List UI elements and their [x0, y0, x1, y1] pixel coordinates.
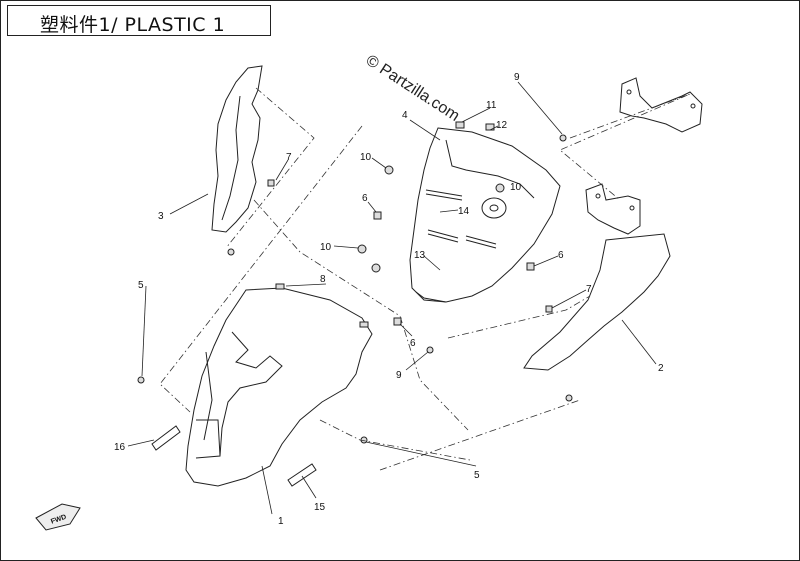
callout-8: 8: [320, 274, 326, 285]
part-16-pad: [151, 425, 181, 451]
part-15-pad: [287, 463, 317, 487]
leader-11: [461, 107, 491, 123]
page-title: 塑料件1/ PLASTIC 1: [40, 14, 226, 36]
assembly-line-left-box: [225, 87, 315, 249]
part-3-side-panel: [211, 65, 263, 233]
leader-13: [423, 255, 441, 271]
fastener-6c: [393, 317, 402, 326]
callout-10a: 10: [360, 152, 372, 163]
leader-6c: [399, 323, 413, 337]
fastener-6b: [526, 262, 535, 271]
clip-7a: [267, 179, 275, 187]
leader-10b: [333, 245, 359, 249]
assembly-line-lower: [319, 419, 471, 461]
part-4-boss: [481, 197, 507, 219]
fastener-10b: [357, 244, 367, 254]
callout-2: 2: [658, 363, 664, 374]
fwd-arrow-icon: FWD: [35, 503, 81, 531]
part-4-slot-1: [425, 189, 463, 201]
fastener-6a: [373, 211, 382, 220]
leader-5a: [141, 285, 147, 377]
leader-15: [301, 475, 317, 499]
leader-9a: [517, 81, 563, 135]
fastener-12: [485, 123, 495, 131]
callout-6c: 6: [410, 338, 416, 349]
part-1-inner-line: [219, 331, 283, 457]
part-1-side-line: [203, 351, 213, 441]
part-4-slot-3: [465, 235, 497, 249]
part-4-center-panel: [409, 127, 561, 303]
leader-7a: [275, 159, 289, 181]
assembly-line-bottom: [379, 399, 581, 471]
callout-7a: 7: [286, 152, 292, 163]
assembly-line-right-low: [447, 295, 591, 339]
leader-7b: [551, 289, 587, 309]
leader-10a: [371, 157, 387, 169]
title-box: 塑料件1/ PLASTIC 1: [7, 5, 271, 36]
upper-right-bracket: [619, 77, 703, 133]
part-2-right-panel: [523, 233, 671, 371]
callout-4: 4: [402, 110, 408, 121]
clip-8b: [359, 321, 369, 328]
fastener-9a: [559, 134, 567, 142]
callout-9b: 9: [396, 370, 402, 381]
assembly-line-diagonal: [253, 199, 469, 431]
part-4-slot-2: [427, 229, 459, 243]
callout-15: 15: [314, 502, 326, 513]
callout-10c: 10: [510, 182, 522, 193]
leader-14: [439, 209, 459, 213]
bracket-hole-1: [626, 89, 632, 95]
bracket-hole-2: [690, 103, 696, 109]
callout-12: 12: [496, 120, 508, 131]
fastener-5c: [565, 394, 573, 402]
leader-12: [489, 125, 499, 131]
fastener-9b: [426, 346, 434, 354]
callout-14: 14: [458, 206, 470, 217]
leader-3: [169, 193, 209, 215]
callout-6a: 6: [362, 193, 368, 204]
leader-6b: [533, 255, 559, 267]
part-4-bottom-lip: [415, 291, 447, 303]
leader-9b: [405, 351, 429, 371]
callout-13: 13: [414, 250, 426, 261]
callout-6b: 6: [558, 250, 564, 261]
fastener-10c: [371, 263, 381, 273]
clip-7b: [545, 305, 553, 313]
fastener-5b: [227, 248, 235, 256]
part-4-inner-rib: [445, 139, 535, 199]
callout-7b: 7: [586, 284, 592, 295]
assembly-line-right: [559, 93, 691, 201]
bracket-hole-4: [629, 205, 635, 211]
fastener-10d: [495, 183, 505, 193]
callout-3: 3: [158, 211, 164, 222]
callout-16: 16: [114, 442, 126, 453]
middle-right-bracket: [585, 183, 641, 235]
part-4-boss-inner: [489, 204, 499, 212]
callout-1: 1: [278, 516, 284, 527]
leader-16: [127, 439, 155, 447]
bracket-hole-3: [595, 193, 601, 199]
part-3-inner-edge: [221, 95, 241, 221]
assembly-line-center: [159, 125, 363, 413]
leader-8: [285, 283, 327, 287]
callout-5a: 5: [138, 280, 144, 291]
callout-11: 11: [486, 100, 497, 111]
leader-5b: [365, 441, 477, 467]
leader-4: [409, 119, 441, 141]
callout-9a: 9: [514, 72, 520, 83]
part-1-bracket: [195, 419, 221, 459]
fastener-5a: [137, 376, 145, 384]
leader-2: [621, 319, 657, 365]
clip-8a: [275, 283, 285, 290]
fastener-11: [455, 121, 465, 129]
fastener-10a: [384, 165, 394, 175]
callout-10b: 10: [320, 242, 332, 253]
callout-5b: 5: [474, 470, 480, 481]
leader-6a: [367, 201, 377, 213]
leader-1: [261, 465, 273, 515]
